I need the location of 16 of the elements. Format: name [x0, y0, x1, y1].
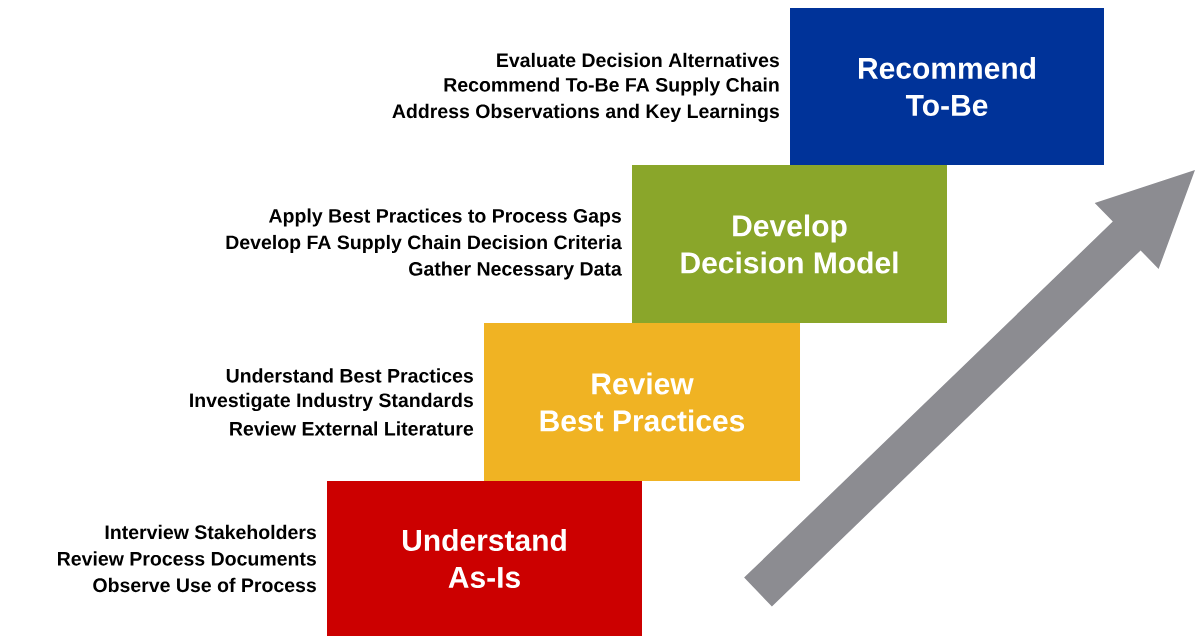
- step-description: Understand Best Practices: [226, 368, 473, 383]
- step-description: Review External Literature: [230, 421, 474, 436]
- step-box: Understand As-Is: [327, 481, 642, 636]
- step-description: Evaluate Decision Alternatives: [497, 52, 779, 68]
- step-description: Investigate Industry Standards: [190, 392, 473, 412]
- step-box: Review Best Practices: [484, 323, 800, 481]
- step-box: Recommend To-Be: [790, 8, 1104, 165]
- step-description: Gather Necessary Data: [409, 261, 622, 280]
- step-description: Develop FA Supply Chain Decision Criteria: [226, 234, 622, 254]
- step-description: Recommend To-Be FA Supply Chain: [444, 77, 779, 96]
- step-description: Address Observations and Key Learnings: [392, 103, 779, 123]
- step-description: Observe Use of Process: [93, 577, 316, 593]
- step-description: Apply Best Practices to Process Gaps: [269, 208, 621, 227]
- step-box: Develop Decision Model: [632, 165, 947, 323]
- step-description: Review Process Documents: [58, 551, 316, 566]
- step-description: Interview Stakeholders: [105, 524, 316, 540]
